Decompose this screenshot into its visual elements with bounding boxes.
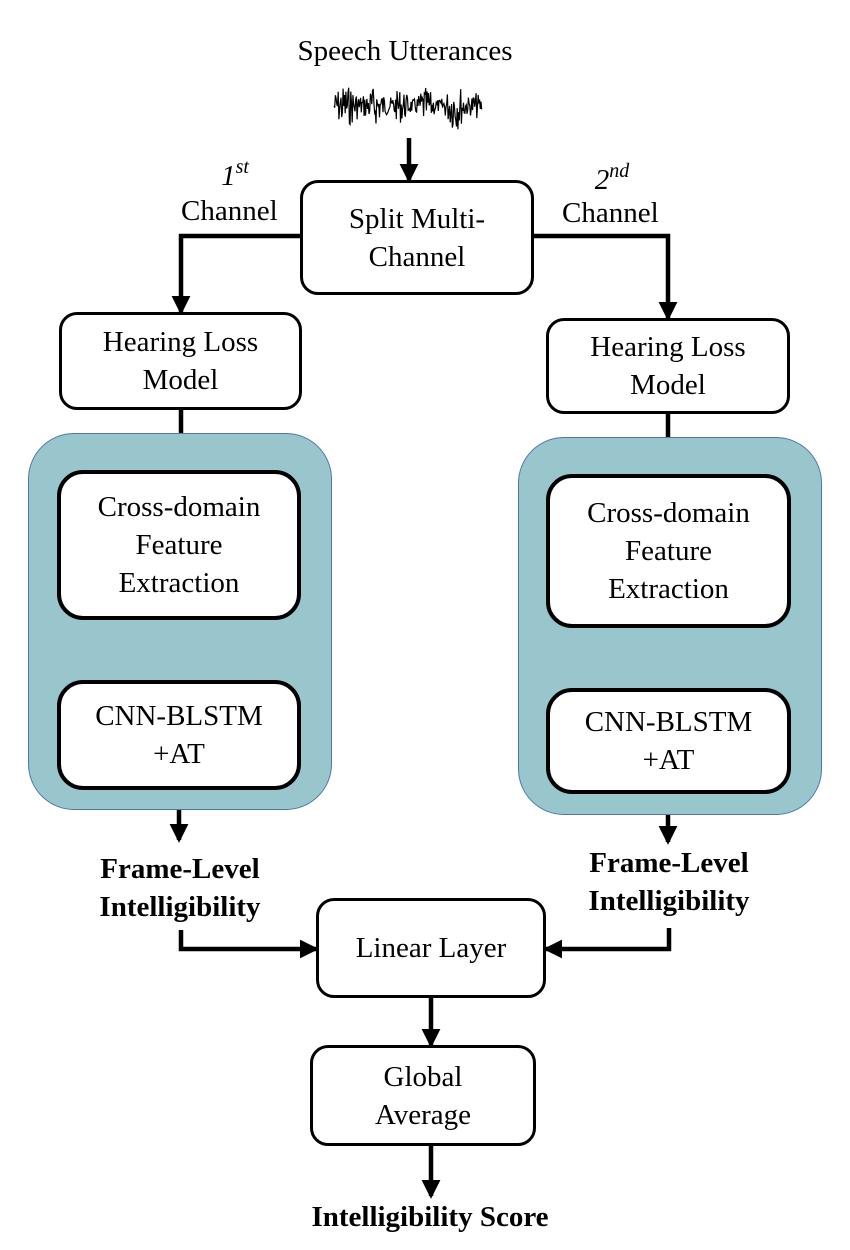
cnn-blstm-at-node-left: CNN-BLSTM +AT [57, 680, 301, 790]
channel-1-ordinal: 1st [221, 156, 249, 192]
channel-2-ordinal: 2nd [594, 160, 630, 196]
hearing-loss-model-node-left: Hearing Loss Model [59, 312, 302, 410]
frame-level-output-left: Frame-Level Intelligibility [99, 853, 261, 923]
feature-extraction-node-left: Cross-domain Feature Extraction [57, 470, 301, 620]
intelligibility-score-output: Intelligibility Score [311, 1201, 549, 1233]
arrow-right-output-to-linear [543, 928, 672, 959]
linear-layer-node: Linear Layer [316, 898, 546, 998]
channel-1-label: Channel [181, 195, 278, 227]
input-label: Speech Utterances [297, 35, 513, 67]
frame-level-output-right: Frame-Level Intelligibility [588, 847, 750, 917]
arrow-split-to-left-channel [171, 233, 300, 315]
arrow-left-output-to-linear [178, 930, 319, 959]
hearing-loss-model-node-right: Hearing Loss Model [546, 318, 790, 414]
global-average-node: Global Average [310, 1045, 536, 1146]
cnn-blstm-at-node-right: CNN-BLSTM +AT [546, 688, 791, 794]
speech-waveform-icon [333, 87, 483, 130]
split-multi-channel-node: Split Multi- Channel [300, 180, 534, 295]
feature-extraction-node-right: Cross-domain Feature Extraction [546, 474, 791, 628]
arrow-split-to-right-channel [534, 233, 678, 321]
channel-2-label: Channel [562, 197, 659, 229]
